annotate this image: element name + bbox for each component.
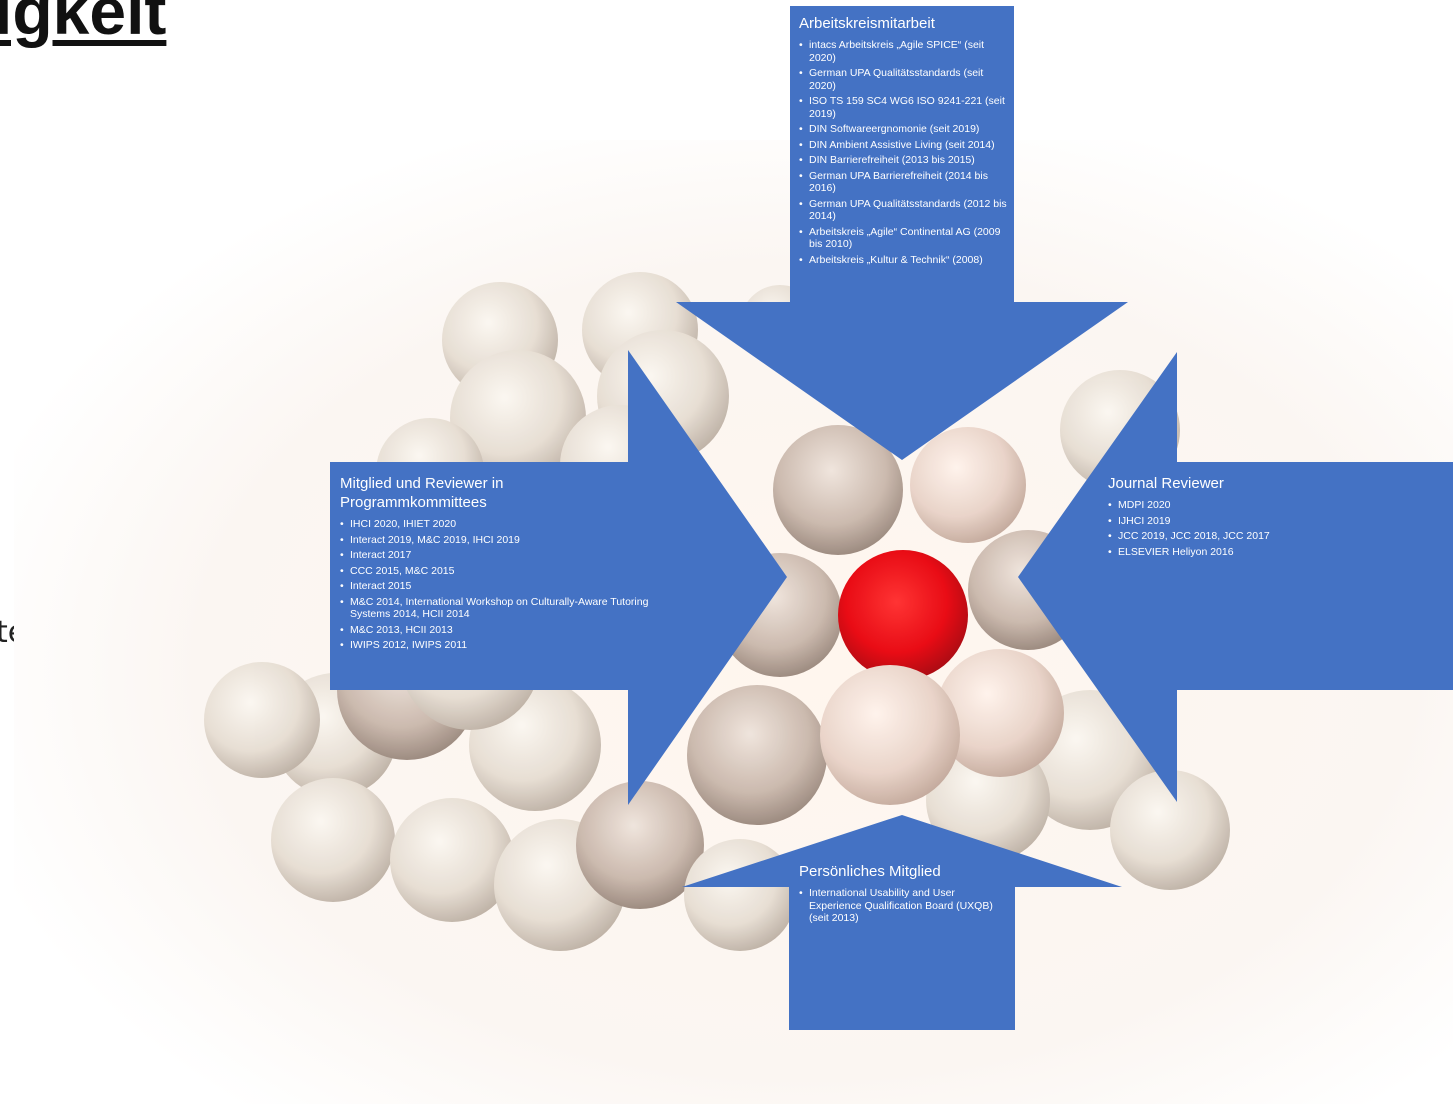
list-item: CCC 2015, M&C 2015 (340, 565, 660, 578)
box-arbeitskreismitarbeit: Arbeitskreismitarbeit intacs Arbeitskrei… (799, 14, 1009, 269)
list-item: JCC 2019, JCC 2018, JCC 2017 (1108, 530, 1378, 543)
list-item: IHCI 2020, IHIET 2020 (340, 518, 660, 531)
list-item: IJHCI 2019 (1108, 515, 1378, 528)
red-center-ball (838, 550, 968, 680)
list-item: DIN Softwareergnomonie (seit 2019) (799, 123, 1009, 136)
item-list: MDPI 2020 IJHCI 2019 JCC 2019, JCC 2018,… (1108, 499, 1378, 558)
arrow-right (1018, 352, 1453, 802)
item-list: intacs Arbeitskreis „Agile SPICE“ (seit … (799, 39, 1009, 266)
list-item: German UPA Qualitätsstandards (2012 bis … (799, 198, 1009, 223)
list-item: International Usability and User Experie… (799, 887, 1004, 925)
list-item: intacs Arbeitskreis „Agile SPICE“ (seit … (799, 39, 1009, 64)
box-title: Mitglied und Reviewer in Programmkommitt… (340, 475, 504, 511)
list-item: Interact 2017 (340, 549, 660, 562)
list-item: M&C 2013, HCII 2013 (340, 624, 660, 637)
list-item: Interact 2015 (340, 580, 660, 593)
box-programmkommittees: Mitglied und Reviewer in Programmkommitt… (340, 474, 660, 655)
list-item: DIN Ambient Assistive Living (seit 2014) (799, 139, 1009, 152)
item-list: International Usability and User Experie… (799, 887, 1004, 925)
list-item: M&C 2014, International Workshop on Cult… (340, 596, 660, 621)
list-item: Interact 2019, M&C 2019, IHCI 2019 (340, 534, 660, 547)
box-title: Persönliches Mitglied (799, 863, 941, 880)
list-item: German UPA Barrierefreiheit (2014 bis 20… (799, 170, 1009, 195)
box-title: Arbeitskreismitarbeit (799, 15, 935, 32)
box-title: Journal Reviewer (1108, 475, 1224, 492)
list-item: Arbeitskreis „Agile“ Continental AG (200… (799, 226, 1009, 251)
list-item: DIN Barrierefreiheit (2013 bis 2015) (799, 154, 1009, 167)
box-journal-reviewer: Journal Reviewer MDPI 2020 IJHCI 2019 JC… (1108, 474, 1378, 561)
list-item: German UPA Qualitätsstandards (seit 2020… (799, 67, 1009, 92)
list-item: Arbeitskreis „Kultur & Technik“ (2008) (799, 254, 1009, 267)
item-list: IHCI 2020, IHIET 2020 Interact 2019, M&C… (340, 518, 660, 652)
box-persoenliches-mitglied: Persönliches Mitglied International Usab… (799, 862, 1004, 928)
arrow-left (330, 350, 787, 805)
list-item: MDPI 2020 (1108, 499, 1378, 512)
list-item: IWIPS 2012, IWIPS 2011 (340, 639, 660, 652)
slide-title-fragment: igkeit (0, 0, 167, 48)
list-item: ISO TS 159 SC4 WG6 ISO 9241-221 (seit 20… (799, 95, 1009, 120)
list-item: ELSEVIER Heliyon 2016 (1108, 546, 1378, 559)
